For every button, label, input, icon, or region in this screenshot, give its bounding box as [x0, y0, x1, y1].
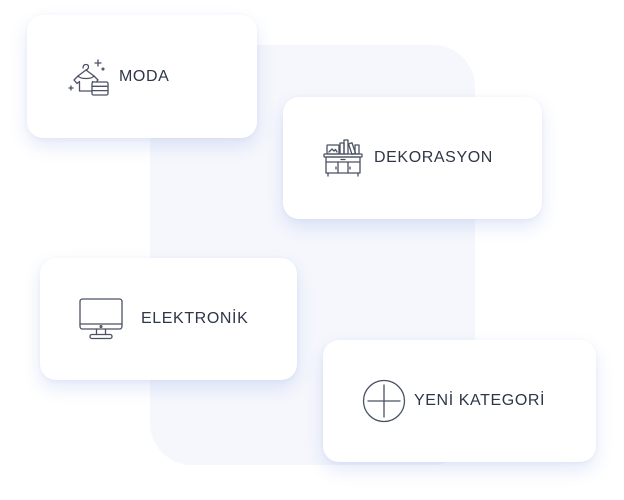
category-label: ELEKTRONİK: [141, 310, 249, 327]
plus-circle-icon: [362, 379, 406, 423]
category-card-moda[interactable]: MODA: [27, 15, 257, 138]
add-category-button[interactable]: YENİ KATEGORİ: [323, 340, 596, 462]
category-label: DEKORASYON: [374, 149, 493, 166]
category-label: MODA: [119, 67, 170, 85]
category-card-elektronik[interactable]: ELEKTRONİK: [40, 258, 297, 380]
category-card-dekorasyon[interactable]: DEKORASYON: [283, 97, 542, 219]
monitor-icon: [78, 297, 124, 341]
furniture-icon: [321, 136, 365, 180]
clothing-icon: [65, 57, 111, 97]
category-label: YENİ KATEGORİ: [414, 392, 546, 409]
